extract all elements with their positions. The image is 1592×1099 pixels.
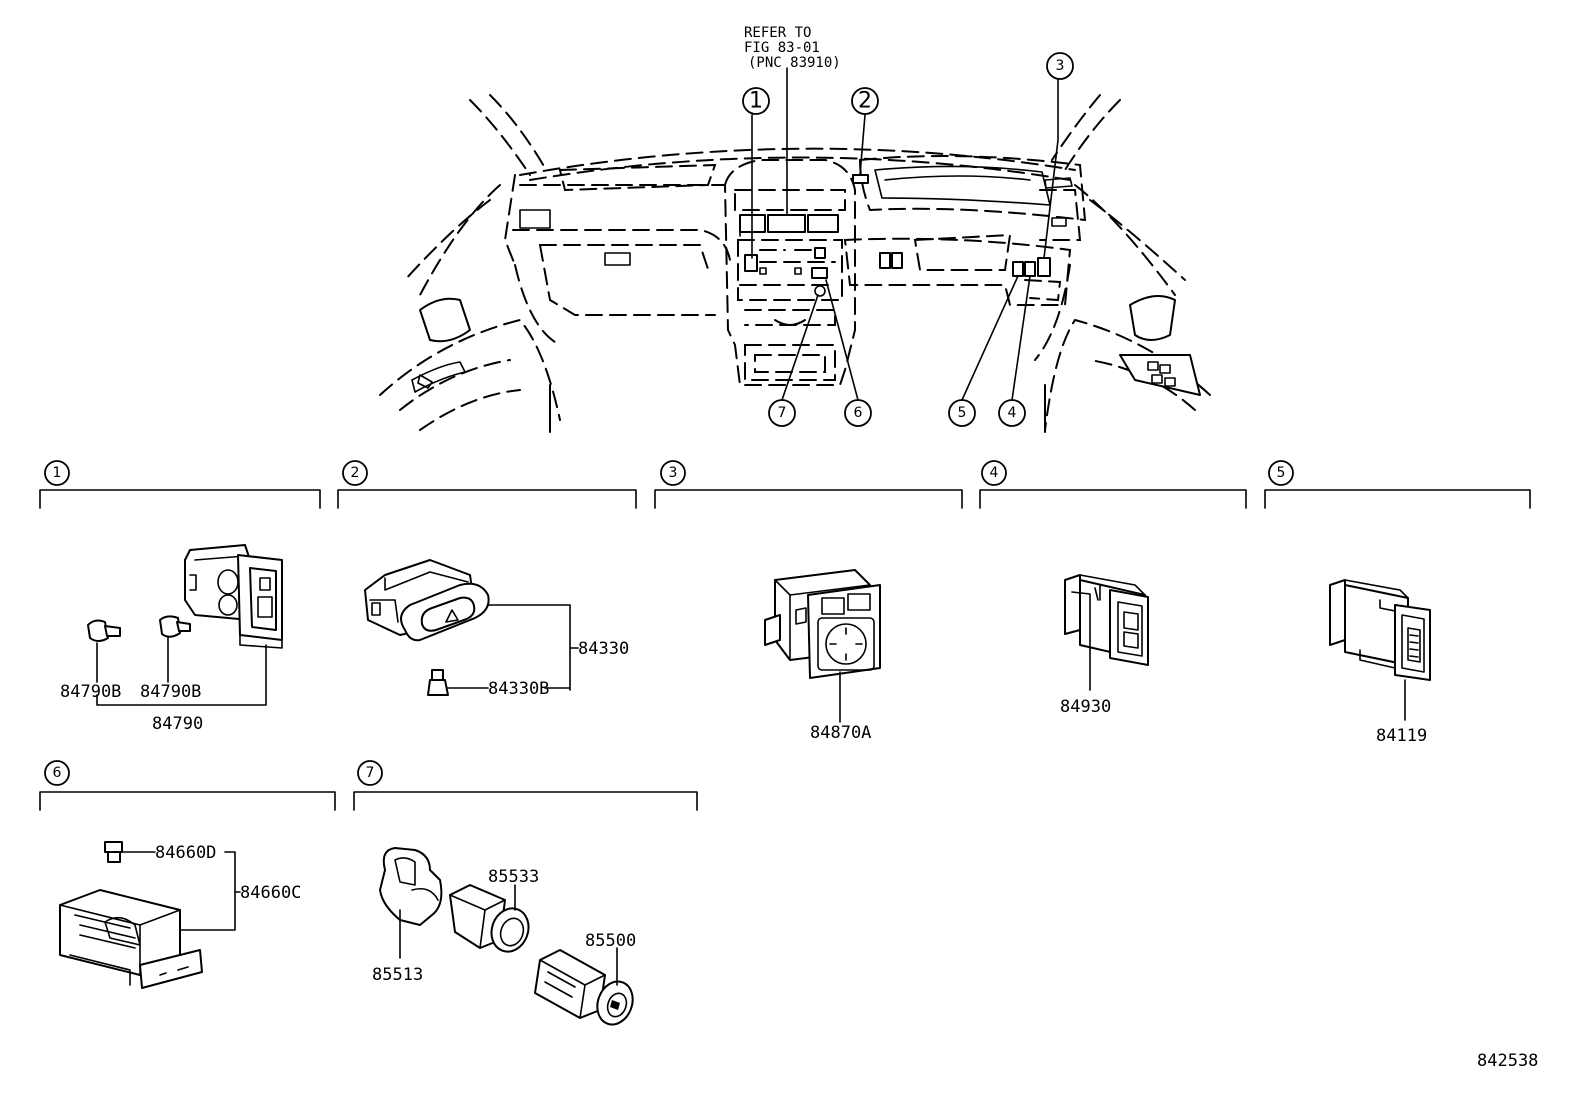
clip-84330B bbox=[427, 669, 449, 696]
overview-callout-1: 1 bbox=[742, 87, 770, 115]
part-label-85500: 85500 bbox=[585, 931, 636, 951]
svg-text:6: 6 bbox=[854, 405, 863, 421]
clip-84790B-right bbox=[159, 615, 191, 638]
svg-text:5: 5 bbox=[1277, 465, 1286, 481]
overview-callout-4: 4 bbox=[998, 399, 1026, 427]
dashboard-overview bbox=[379, 94, 1211, 433]
overview-callouts: 1 2 3 4 5 6 7 bbox=[742, 52, 1074, 427]
section-1-parts: 84790B 84790B 84790 bbox=[60, 544, 283, 734]
part-label-84330: 84330 bbox=[578, 639, 629, 659]
section-callout-5: 5 bbox=[1268, 460, 1294, 486]
svg-text:1: 1 bbox=[53, 465, 62, 481]
section-3-parts: 84870A bbox=[764, 569, 881, 743]
part-label-84790B-a: 84790B bbox=[60, 682, 121, 702]
section-callout-3: 3 bbox=[660, 460, 686, 486]
svg-text:3: 3 bbox=[669, 465, 678, 481]
part-label-84119: 84119 bbox=[1376, 726, 1427, 746]
part-label-84330B: 84330B bbox=[488, 679, 549, 699]
svg-text:1: 1 bbox=[749, 89, 763, 114]
section-5-parts: 84119 bbox=[1329, 579, 1431, 746]
part-label-84660D: 84660D bbox=[155, 843, 216, 863]
svg-text:4: 4 bbox=[1008, 405, 1017, 421]
section-4-parts: 84930 bbox=[1060, 574, 1149, 717]
section-callout-4: 4 bbox=[981, 460, 1007, 486]
svg-text:2: 2 bbox=[351, 465, 360, 481]
section-callout-7: 7 bbox=[357, 760, 383, 786]
refer-line-1: REFER TO bbox=[744, 25, 811, 41]
part-label-85533: 85533 bbox=[488, 867, 539, 887]
svg-text:4: 4 bbox=[990, 465, 999, 481]
part-label-84790: 84790 bbox=[152, 714, 203, 734]
section-6-parts: 84660D 84660C bbox=[59, 841, 301, 989]
diagram-id: 842538 bbox=[1477, 1051, 1538, 1071]
overview-callout-2: 2 bbox=[851, 87, 879, 115]
section-callout-2: 2 bbox=[342, 460, 368, 486]
section-callout-6: 6 bbox=[44, 760, 70, 786]
svg-text:7: 7 bbox=[366, 765, 375, 781]
clip-84790B-left bbox=[87, 619, 121, 642]
section-brackets bbox=[39, 489, 1531, 811]
section-7-parts: 85513 85533 85500 bbox=[372, 847, 636, 1026]
section-2-parts: 84330 84330B bbox=[364, 559, 629, 699]
clip-84660D bbox=[104, 841, 123, 863]
overview-callout-3: 3 bbox=[1046, 52, 1074, 80]
refer-line-3: (PNC 83910) bbox=[748, 55, 841, 71]
svg-text:5: 5 bbox=[958, 405, 967, 421]
refer-line-2: FIG 83-01 bbox=[744, 40, 820, 56]
overview-callout-7: 7 bbox=[768, 399, 796, 427]
part-label-84930: 84930 bbox=[1060, 697, 1111, 717]
part-label-84870A: 84870A bbox=[810, 723, 871, 743]
part-label-85513: 85513 bbox=[372, 965, 423, 985]
section-callout-1: 1 bbox=[44, 460, 70, 486]
svg-text:2: 2 bbox=[858, 89, 872, 114]
refer-to-note: REFER TO FIG 83-01 (PNC 83910) bbox=[744, 25, 841, 71]
overview-callout-5: 5 bbox=[948, 399, 976, 427]
section-callouts: 1 2 3 4 5 6 7 bbox=[44, 460, 1294, 786]
svg-text:6: 6 bbox=[53, 765, 62, 781]
part-label-84790B-b: 84790B bbox=[140, 682, 201, 702]
overview-callout-6: 6 bbox=[844, 399, 872, 427]
part-label-84660C: 84660C bbox=[240, 883, 301, 903]
svg-text:7: 7 bbox=[778, 405, 787, 421]
svg-text:3: 3 bbox=[1056, 58, 1065, 74]
overview-leader-lines bbox=[751, 67, 1059, 401]
